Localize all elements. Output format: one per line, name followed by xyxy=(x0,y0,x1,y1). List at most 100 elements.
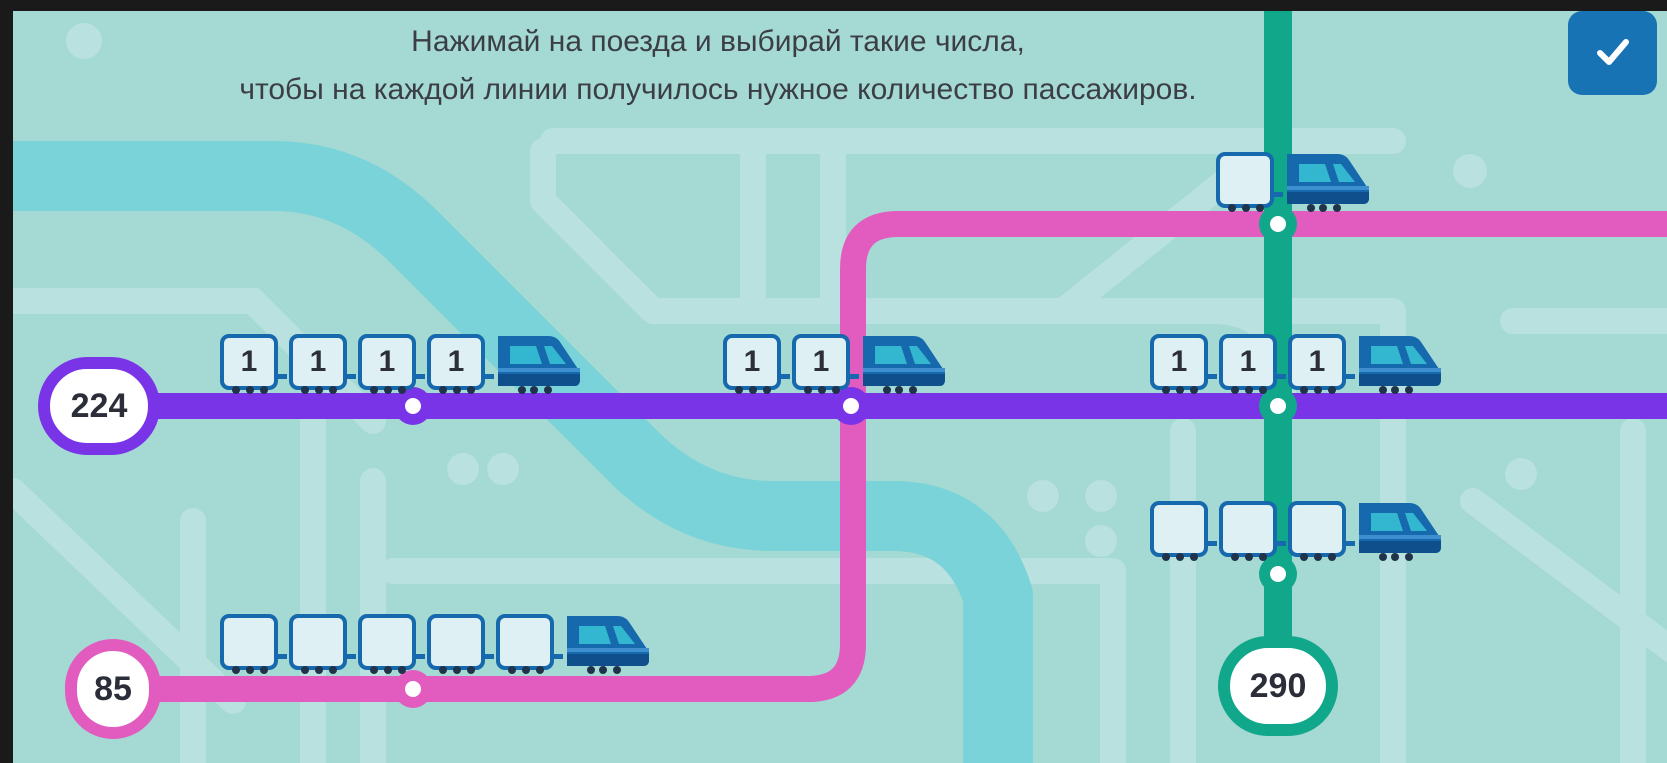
wagon[interactable]: 1 xyxy=(358,334,425,394)
coupler xyxy=(551,654,563,659)
wheel xyxy=(315,386,323,394)
wagon-number: 1 xyxy=(1170,345,1188,378)
wheel xyxy=(1245,553,1253,561)
wagon-number: 1 xyxy=(309,345,327,378)
wheel xyxy=(804,386,812,394)
wheel xyxy=(1176,386,1184,394)
wheel xyxy=(398,666,406,674)
wagon[interactable] xyxy=(427,614,494,674)
coupler xyxy=(1274,541,1286,546)
wheel xyxy=(1314,553,1322,561)
locomotive-icon[interactable] xyxy=(1357,334,1443,394)
wheel xyxy=(1300,553,1308,561)
wheel xyxy=(384,386,392,394)
locomotive-icon[interactable] xyxy=(1285,152,1371,212)
coupler xyxy=(1343,374,1355,379)
wheel xyxy=(536,666,544,674)
wheel xyxy=(370,386,378,394)
locomotive-icon[interactable] xyxy=(496,334,582,394)
wagon-number: 1 xyxy=(743,345,761,378)
wagon[interactable] xyxy=(1288,501,1355,561)
coupler xyxy=(413,654,425,659)
instruction-line-1: Нажимай на поезда и выбирай такие числа, xyxy=(411,25,1025,58)
wagon[interactable]: 1 xyxy=(792,334,859,394)
wheel xyxy=(384,666,392,674)
coupler xyxy=(1205,374,1217,379)
wheel xyxy=(467,666,475,674)
train-green-lower[interactable] xyxy=(1150,501,1443,561)
left-frame-bar xyxy=(0,0,13,763)
wheel xyxy=(1190,553,1198,561)
wheel xyxy=(763,386,771,394)
coupler xyxy=(482,654,494,659)
wagon[interactable] xyxy=(220,614,287,674)
wheel xyxy=(522,666,530,674)
wheel xyxy=(1242,204,1250,212)
wheel xyxy=(301,386,309,394)
locomotive-icon[interactable] xyxy=(861,334,947,394)
wheel xyxy=(1259,386,1267,394)
train-pink-top[interactable] xyxy=(1216,152,1371,212)
coupler xyxy=(1343,541,1355,546)
instruction-line-2: чтобы на каждой линии получилось нужное … xyxy=(239,73,1197,106)
coupler xyxy=(1205,541,1217,546)
pink-line-target: 85 xyxy=(65,639,161,739)
wagon[interactable]: 1 xyxy=(220,334,287,394)
wagon-number: 1 xyxy=(812,345,830,378)
wagon[interactable]: 1 xyxy=(427,334,494,394)
coupler xyxy=(1274,374,1286,379)
wheel xyxy=(749,386,757,394)
wheel xyxy=(1162,386,1170,394)
wagon[interactable] xyxy=(1216,152,1283,212)
wagon[interactable]: 1 xyxy=(1150,334,1217,394)
wagon[interactable]: 1 xyxy=(289,334,356,394)
wheel xyxy=(246,386,254,394)
wheel xyxy=(232,386,240,394)
green-target-value: 290 xyxy=(1249,666,1307,705)
wheel xyxy=(453,386,461,394)
wheel xyxy=(1256,204,1264,212)
wagon-number: 1 xyxy=(1239,345,1257,378)
wheel xyxy=(467,386,475,394)
wagon[interactable] xyxy=(1219,501,1286,561)
purple-target-value: 224 xyxy=(70,386,128,425)
wheel xyxy=(832,386,840,394)
wagon[interactable] xyxy=(496,614,563,674)
wheel xyxy=(329,386,337,394)
wheel xyxy=(260,666,268,674)
green-line-target: 290 xyxy=(1218,636,1338,736)
train-pink-bottom[interactable] xyxy=(220,614,651,674)
wheel xyxy=(260,386,268,394)
wagon[interactable] xyxy=(1150,501,1217,561)
coupler xyxy=(1271,192,1283,197)
wagon[interactable] xyxy=(289,614,356,674)
wheel xyxy=(1228,204,1236,212)
top-frame-bar xyxy=(0,0,1667,11)
wheel xyxy=(1162,553,1170,561)
wheel xyxy=(1190,386,1198,394)
coupler xyxy=(847,374,859,379)
check-icon xyxy=(1597,39,1629,65)
locomotive-icon[interactable] xyxy=(565,614,651,674)
coupler xyxy=(413,374,425,379)
purple-line-target: 224 xyxy=(38,357,160,455)
check-answer-button[interactable] xyxy=(1568,11,1657,95)
wagon[interactable]: 1 xyxy=(723,334,790,394)
wagon-number: 1 xyxy=(378,345,396,378)
wheel xyxy=(439,666,447,674)
coupler xyxy=(275,654,287,659)
wagon-number: 1 xyxy=(447,345,465,378)
locomotive-icon[interactable] xyxy=(1357,501,1443,561)
wheel xyxy=(1231,386,1239,394)
coupler xyxy=(344,374,356,379)
wagon[interactable]: 1 xyxy=(1219,334,1286,394)
wagon[interactable]: 1 xyxy=(1288,334,1355,394)
wheel xyxy=(301,666,309,674)
wagon[interactable] xyxy=(358,614,425,674)
coupler xyxy=(482,374,494,379)
metro-map: Нажимай на поезда и выбирай такие числа,… xyxy=(13,11,1667,763)
wheel xyxy=(1314,386,1322,394)
